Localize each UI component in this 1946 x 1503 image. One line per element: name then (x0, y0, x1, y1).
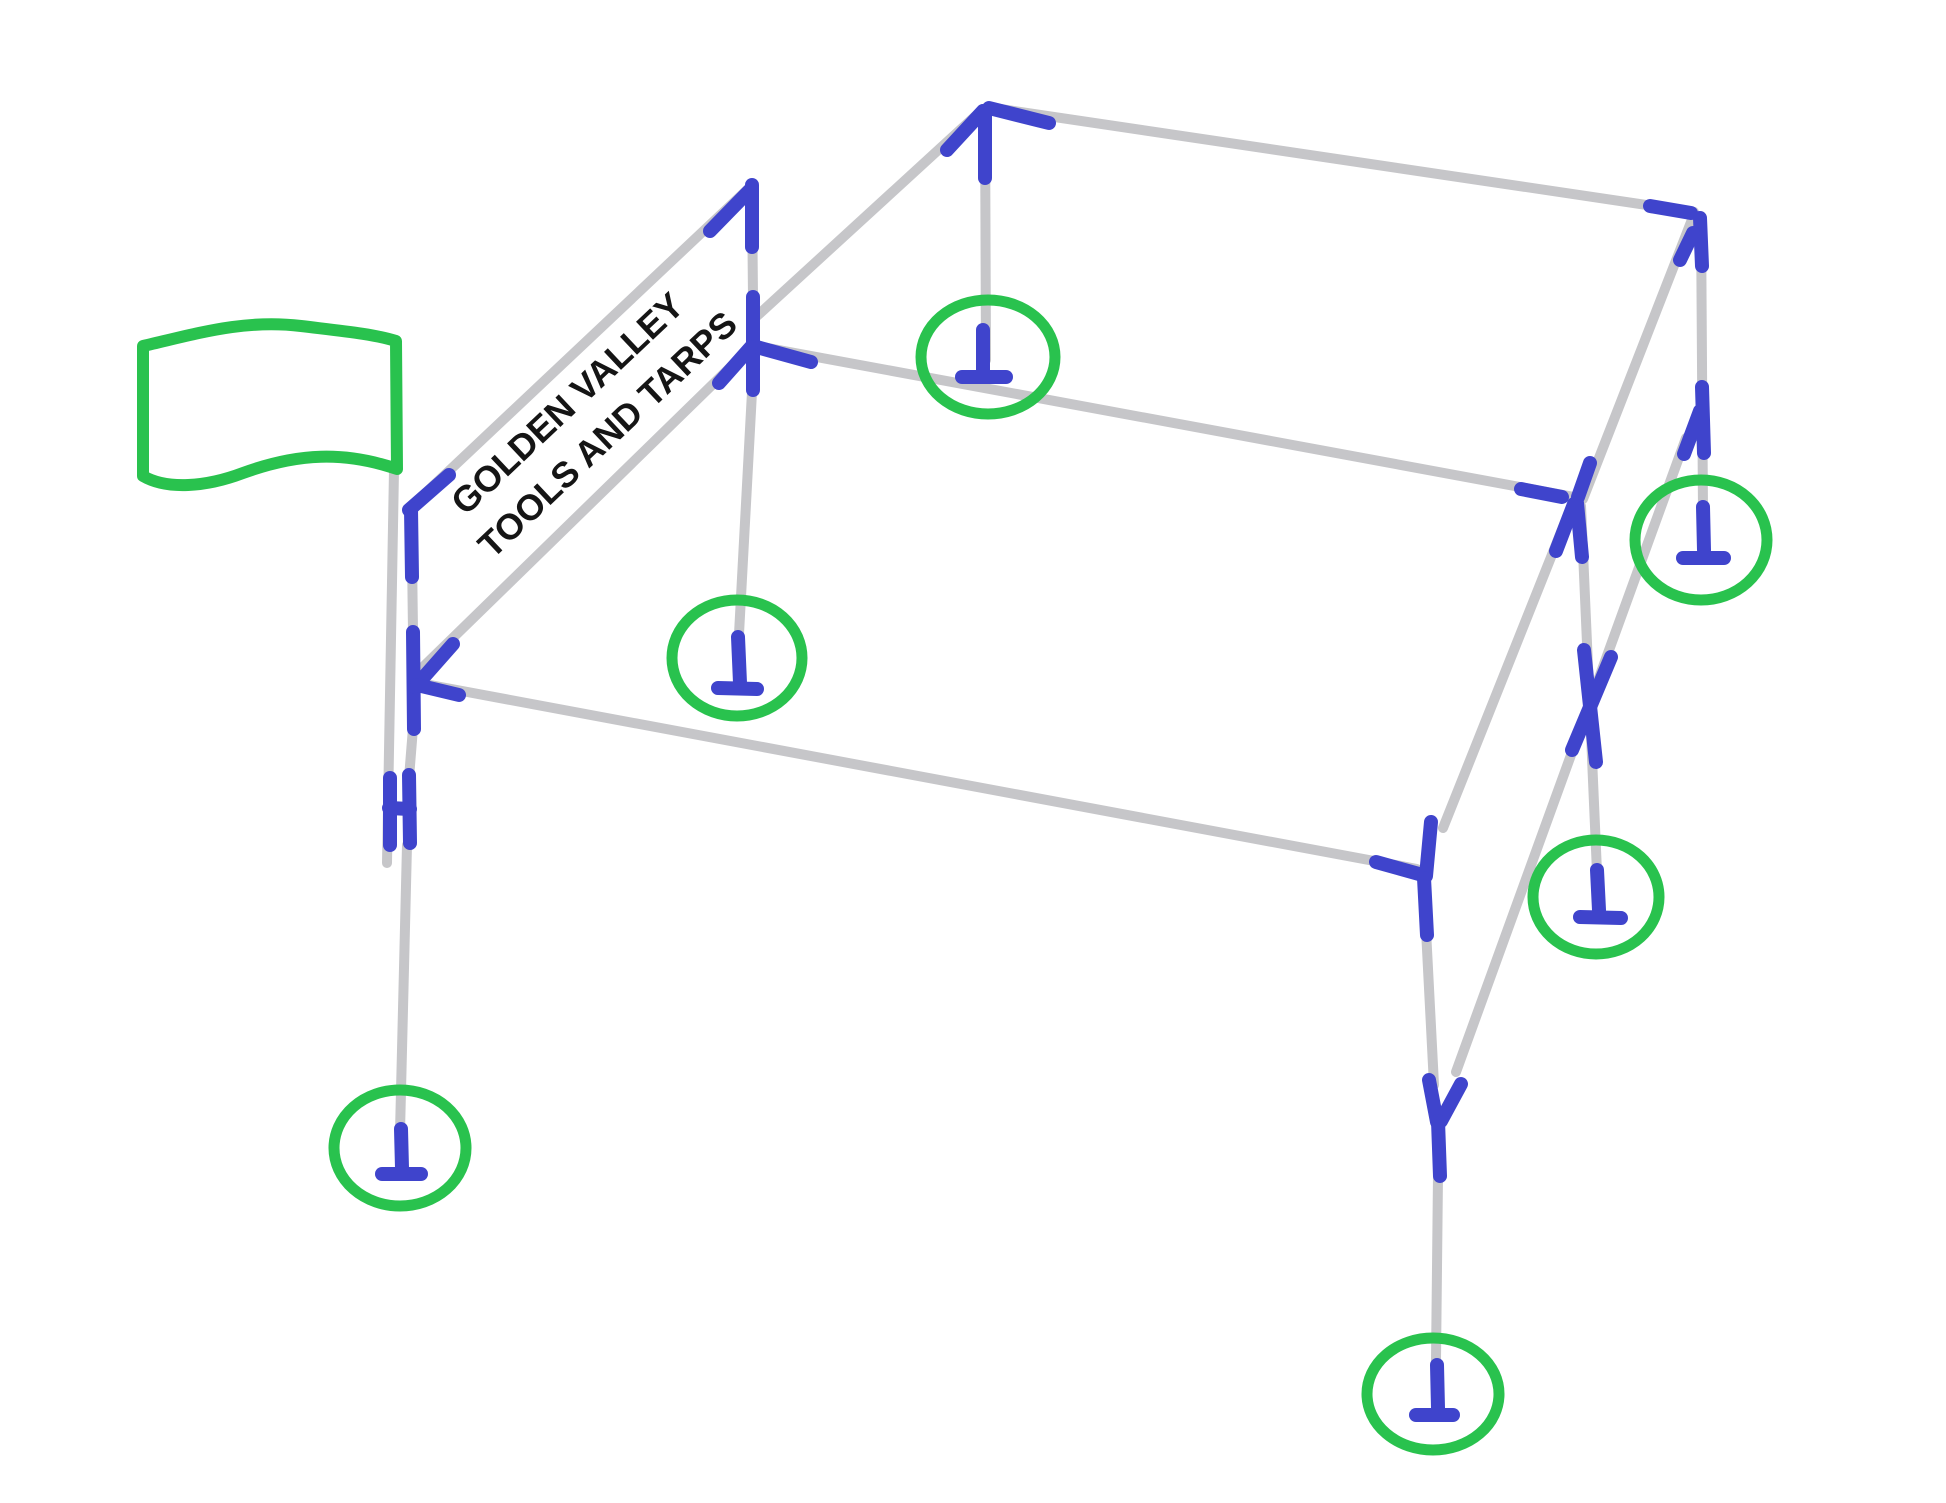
pole-left-post-lower (395, 840, 412, 1137)
foot-markers (328, 294, 1773, 1456)
front-left-corner-bracket-stroke (410, 678, 466, 702)
foot-marker-flagpole-foot (328, 1084, 472, 1212)
roof-front-corner-stroke (1571, 456, 1597, 504)
flag-icon (137, 318, 403, 492)
foot-pad-icon (1696, 500, 1711, 557)
foot-marker-front-center-leg-foot (1527, 834, 1665, 960)
pole-mid-rail (752, 341, 1579, 502)
front-leg-cross-clamp-joint (1565, 643, 1618, 769)
pole-roof-edge-back (982, 102, 1699, 217)
front-right-corner-bracket-joint (1369, 815, 1438, 942)
roof-front-corner-joint (1514, 456, 1597, 564)
roof-back-corner-stroke (940, 104, 990, 157)
foot-pad-icon (1430, 1358, 1445, 1415)
right-leg-brace-clamp-joint (1677, 380, 1711, 461)
front-right-leg-joint-stroke (1431, 1114, 1447, 1183)
foot-marker-back-leg-foot (915, 294, 1061, 420)
right-leg-brace-clamp-stroke (1677, 404, 1707, 461)
front-right-leg-joint-stroke (1434, 1077, 1468, 1128)
left-corner-bracket-stroke (746, 339, 818, 369)
roof-front-corner-stroke (1514, 482, 1569, 504)
highlight-circle (666, 594, 808, 722)
roof-right-corner-stroke (1673, 226, 1700, 267)
foot-marker-front-right-leg-foot (1361, 1332, 1505, 1456)
front-right-corner-bracket-stroke (1417, 871, 1434, 942)
roof-front-corner-stroke (1549, 497, 1581, 558)
front-leg-cross-clamp-stroke (1565, 650, 1618, 757)
pole-left-mid-leg (734, 387, 757, 639)
highlight-circle (1527, 834, 1665, 960)
pole-banner-bottom-rail (418, 344, 754, 672)
pole-front-brace (1438, 507, 1574, 833)
foot-pad-icon (1573, 910, 1628, 925)
foot-pad-icon (1590, 863, 1606, 917)
banner-left-top-bracket-stroke (404, 502, 419, 584)
frame-connectors (382, 101, 1711, 1183)
pole-front-right-leg-lower (1431, 1170, 1443, 1365)
pole-clamp-joint (382, 768, 417, 852)
highlight-circle (915, 294, 1061, 420)
front-right-corner-bracket-stroke (1419, 815, 1438, 883)
foot-marker-right-leg-foot (1629, 474, 1773, 606)
roof-right-corner-joint (1643, 199, 1709, 273)
roof-right-corner-stroke (1643, 199, 1698, 220)
banner-top-bracket-stroke (703, 182, 758, 238)
front-right-corner-bracket-stroke (1369, 855, 1426, 881)
roof-right-corner-stroke (1693, 211, 1709, 273)
pole-banner-top-rail (412, 184, 753, 506)
highlight-circle (1361, 1332, 1505, 1456)
highlight-circle (1629, 474, 1773, 606)
foot-pad-icon (711, 681, 764, 696)
roof-back-corner-stroke (982, 101, 1056, 130)
banner-left-top-bracket-joint (402, 468, 456, 584)
banner-top-bracket-joint (703, 178, 759, 254)
frame-poles (382, 102, 1708, 1365)
pole-front-rail (425, 680, 1422, 874)
left-corner-bracket-stroke (712, 340, 758, 390)
pole-clamp-stroke (382, 801, 417, 816)
highlight-circle (328, 1084, 472, 1212)
foot-marker-left-leg-foot (666, 594, 808, 722)
front-right-leg-joint-joint (1422, 1073, 1468, 1183)
left-corner-bracket-joint (712, 290, 818, 397)
foot-pad-icon (394, 1122, 409, 1175)
front-left-corner-bracket-joint (406, 625, 466, 736)
roof-back-corner-joint (940, 101, 1056, 185)
pole-front-right-leg-upper (1421, 925, 1439, 1090)
foot-pad-icon (731, 630, 747, 690)
